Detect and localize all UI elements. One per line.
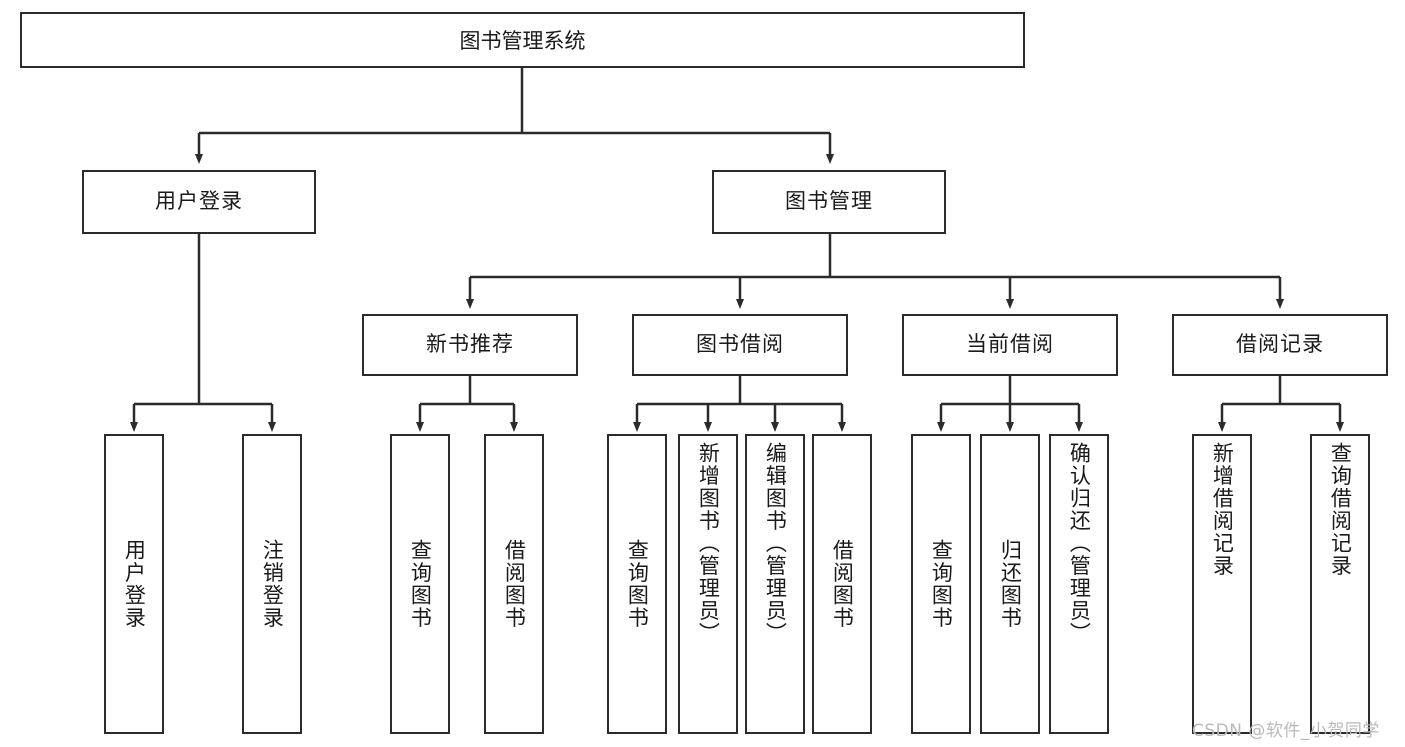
leaf-label: 查询图书	[408, 539, 433, 629]
node-new-book-recommend[interactable]: 新书推荐	[362, 314, 578, 376]
leaf-current-borrow-confirm[interactable]: 确认归还（管理员）	[1049, 434, 1109, 734]
node-current-borrow-label: 当前借阅	[966, 332, 1054, 357]
leaf-label: 新增图书（管理员）	[696, 442, 721, 645]
leaf-label: 借阅图书	[502, 539, 527, 629]
leaf-borrow-record-add[interactable]: 新增借阅记录	[1192, 434, 1252, 734]
leaf-label: 新增借阅记录	[1210, 442, 1235, 577]
leaf-current-borrow-return[interactable]: 归还图书	[980, 434, 1040, 734]
node-book-management[interactable]: 图书管理	[712, 170, 946, 234]
leaf-book-borrow-edit[interactable]: 编辑图书（管理员）	[745, 434, 805, 734]
leaf-new-book-borrow[interactable]: 借阅图书	[484, 434, 544, 734]
node-borrow-record[interactable]: 借阅记录	[1172, 314, 1388, 376]
leaf-label: 注销登录	[260, 539, 285, 629]
node-borrow-record-label: 借阅记录	[1236, 332, 1324, 357]
node-book-borrow[interactable]: 图书借阅	[632, 314, 848, 376]
leaf-label: 查询借阅记录	[1328, 442, 1353, 577]
leaf-label: 确认归还（管理员）	[1067, 442, 1092, 645]
node-user-login[interactable]: 用户登录	[82, 170, 316, 234]
node-current-borrow[interactable]: 当前借阅	[902, 314, 1118, 376]
leaf-book-borrow-borrow[interactable]: 借阅图书	[812, 434, 872, 734]
leaf-label: 查询图书	[625, 539, 650, 629]
node-new-book-recommend-label: 新书推荐	[426, 332, 514, 357]
leaf-label: 编辑图书（管理员）	[763, 442, 788, 645]
leaf-label: 查询图书	[929, 539, 954, 629]
leaf-borrow-record-query[interactable]: 查询借阅记录	[1310, 434, 1370, 734]
node-book-borrow-label: 图书借阅	[696, 332, 784, 357]
node-root-label: 图书管理系统	[459, 29, 586, 53]
leaf-label: 用户登录	[122, 539, 147, 629]
leaf-current-borrow-query[interactable]: 查询图书	[911, 434, 971, 734]
node-user-login-label: 用户登录	[155, 189, 243, 214]
node-root[interactable]: 图书管理系统	[20, 12, 1025, 68]
leaf-new-book-query[interactable]: 查询图书	[390, 434, 450, 734]
leaf-book-borrow-query[interactable]: 查询图书	[607, 434, 667, 734]
leaf-label: 借阅图书	[830, 539, 855, 629]
leaf-user-login-login[interactable]: 用户登录	[104, 434, 164, 734]
leaf-label: 归还图书	[998, 539, 1023, 629]
node-book-management-label: 图书管理	[785, 189, 873, 214]
leaf-book-borrow-add[interactable]: 新增图书（管理员）	[678, 434, 738, 734]
leaf-user-login-logout[interactable]: 注销登录	[242, 434, 302, 734]
